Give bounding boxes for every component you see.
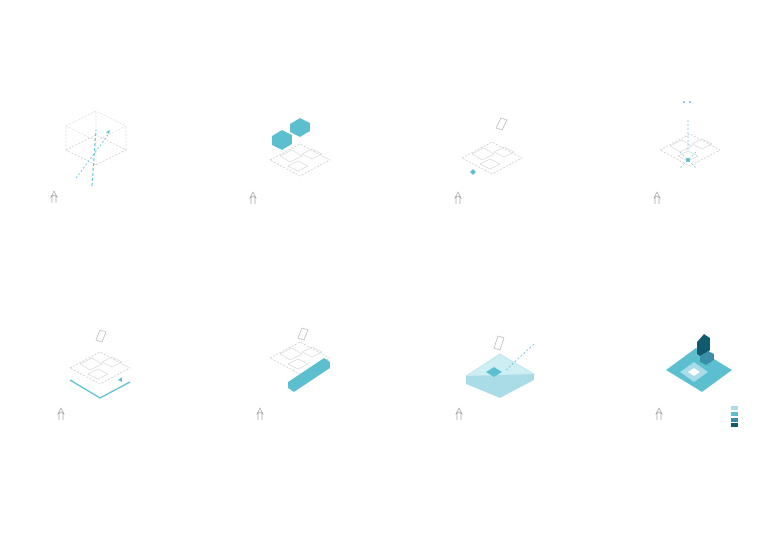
north-arrow-icon	[249, 191, 257, 205]
legend	[731, 406, 738, 427]
panel-5-edge-line	[69, 379, 131, 399]
legend-item	[731, 406, 738, 410]
panel-1-massing	[65, 110, 127, 166]
panel-1-sight-line	[75, 134, 109, 179]
north-arrow-icon	[653, 191, 661, 205]
panel-8-block	[700, 351, 714, 365]
panel-4-node	[683, 101, 685, 103]
north-arrow-icon	[50, 190, 58, 204]
panel-3-massing	[461, 141, 523, 175]
north-arrow-icon	[57, 407, 65, 421]
panel-4-node	[689, 101, 691, 103]
panel-4	[653, 101, 721, 205]
north-arrow-icon	[455, 407, 463, 421]
north-arrow-icon	[655, 407, 663, 421]
north-arrow-icon	[454, 191, 462, 205]
panel-5-entry-arrow-icon	[118, 377, 122, 382]
panel-2	[249, 118, 331, 205]
panel-3	[454, 117, 523, 205]
panel-2-block-b	[290, 118, 310, 137]
legend-item	[731, 418, 738, 422]
panel-2-massing	[269, 143, 331, 177]
legend-swatch	[731, 406, 738, 410]
legend-item	[731, 412, 738, 416]
panel-7-court	[486, 367, 502, 377]
panel-2-block-a	[272, 130, 292, 150]
panel-8-court	[688, 368, 700, 376]
legend-swatch	[731, 412, 738, 416]
legend-swatch	[731, 418, 738, 422]
panel-4-massing	[659, 133, 721, 167]
panel-7-tower	[493, 335, 505, 351]
panel-5-tower	[95, 329, 107, 343]
panel-6	[256, 327, 331, 421]
north-arrow-icon	[256, 407, 264, 421]
panel-6-tower	[297, 327, 309, 341]
legend-swatch	[731, 423, 738, 427]
panel-3-marker-icon	[470, 169, 476, 175]
panel-8	[655, 334, 738, 427]
panel-1-arrow-icon	[106, 130, 110, 134]
panel-7-ground-edge	[466, 374, 534, 398]
panel-5	[57, 329, 131, 421]
panel-3-tower	[495, 117, 508, 131]
panel-6-linear-block	[288, 358, 330, 392]
panel-1-axis-line	[91, 129, 97, 187]
panel-1	[50, 110, 127, 204]
panel-7	[455, 335, 535, 421]
legend-item	[731, 423, 738, 427]
